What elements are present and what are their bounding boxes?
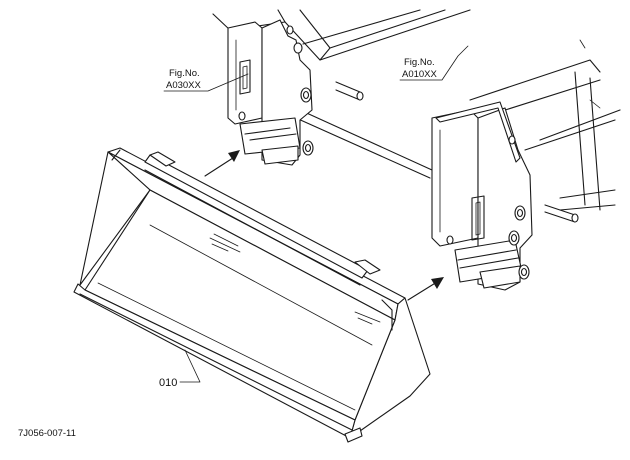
bucket bbox=[73, 147, 431, 443]
arrow-head-left bbox=[228, 150, 240, 162]
leader-lines bbox=[163, 45, 469, 383]
part-number-label: 010 bbox=[159, 377, 177, 389]
left-quick-hitch-plate bbox=[227, 19, 314, 166]
fig-ref-right-title: Fig.No. bbox=[404, 57, 435, 68]
fig-ref-left-number: A030XX bbox=[166, 80, 202, 91]
fig-ref-left-title: Fig.No. bbox=[169, 68, 200, 79]
loader-frame bbox=[212, 9, 621, 223]
arrow-head-right bbox=[431, 277, 444, 289]
leader-part-010 bbox=[179, 349, 201, 383]
right-quick-hitch-plate bbox=[431, 101, 533, 291]
leader-left-fig-ref bbox=[163, 73, 249, 92]
assembly-arrows bbox=[204, 150, 444, 301]
fig-ref-right-number: A010XX bbox=[402, 69, 438, 80]
drawing-code: 7J056-007-11 bbox=[18, 428, 76, 439]
leader-right-fig-ref bbox=[399, 45, 469, 81]
